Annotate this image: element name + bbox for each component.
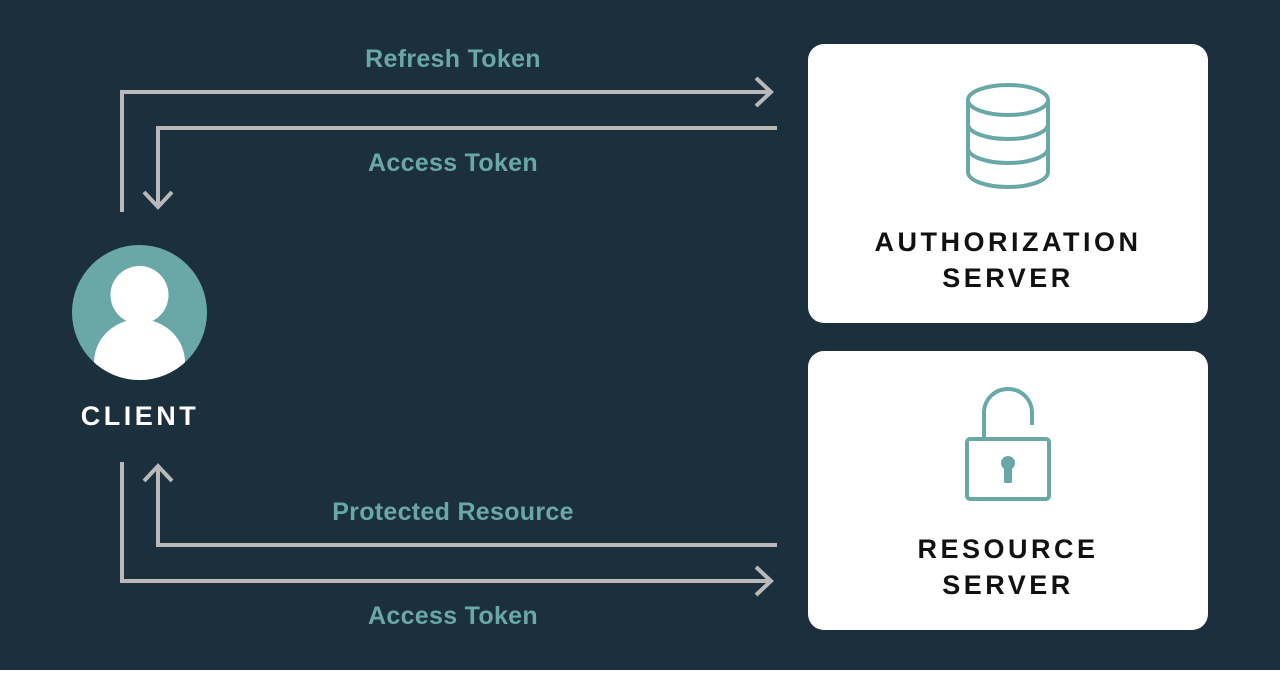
resource-server-card: RESOURCE SERVER (808, 351, 1208, 630)
refresh-token-label: Refresh Token (365, 45, 541, 73)
refresh-token-arrow (120, 90, 770, 212)
access-token-send-label: Access Token (368, 602, 538, 630)
user-avatar-icon (72, 245, 207, 380)
padlock-icon (965, 386, 1051, 501)
refresh-token-arrowhead (754, 76, 774, 108)
access-token-send-arrow (120, 462, 770, 583)
client-label: CLIENT (80, 401, 200, 431)
resource-server-title-line2: SERVER (942, 570, 1074, 600)
access-token-return-arrowhead (142, 190, 174, 210)
resource-server-title: RESOURCE SERVER (808, 531, 1208, 603)
authorization-server-title-line1: AUTHORIZATION (874, 227, 1142, 257)
access-token-return-label: Access Token (368, 149, 538, 177)
access-token-return-arrow (156, 126, 777, 206)
protected-resource-label: Protected Resource (332, 498, 574, 526)
access-token-send-arrowhead (754, 565, 774, 597)
protected-resource-arrowhead (142, 463, 174, 483)
authorization-server-card: AUTHORIZATION SERVER (808, 44, 1208, 323)
protected-resource-arrow (156, 467, 777, 547)
resource-server-title-line1: RESOURCE (917, 534, 1099, 564)
authorization-server-title-line2: SERVER (942, 263, 1074, 293)
authorization-server-title: AUTHORIZATION SERVER (808, 224, 1208, 296)
database-icon (966, 83, 1050, 190)
